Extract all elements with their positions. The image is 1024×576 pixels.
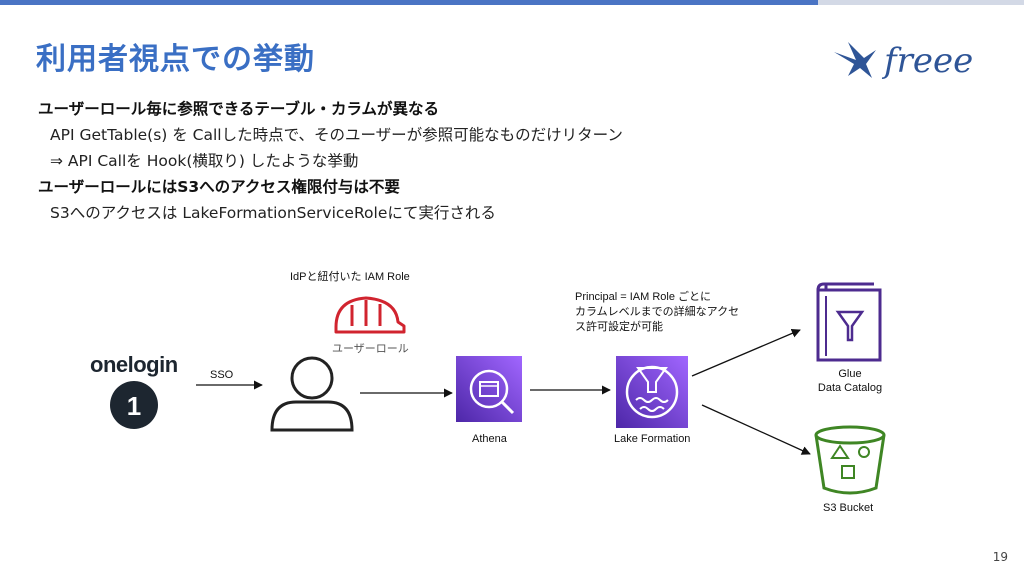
slide-title: 利用者視点での挙動 [36, 42, 315, 77]
top-accent-bar-light [818, 0, 1024, 5]
page-number: 19 [992, 550, 1008, 564]
sso-label: SSO [210, 369, 234, 381]
onelogin-badge: 1 [110, 381, 158, 429]
helmet-icon [334, 296, 406, 334]
lakeformation-to-s3-arrow [701, 404, 811, 455]
swallow-icon [834, 42, 876, 78]
user-role-label: ユーザーロール [332, 343, 409, 355]
glue-label-line: Glue [838, 368, 862, 380]
athena-icon [456, 356, 522, 422]
bullet-heading: ユーザーロール毎に参照できるテーブル・カラムが異なる [38, 100, 439, 118]
principal-note-line: ス許可設定が可能 [575, 321, 663, 333]
bullet-heading: ユーザーロールにはS3へのアクセス権限付与は不要 [38, 178, 400, 196]
idp-role-note: IdPと紐付いた IAM Role [290, 271, 410, 283]
onelogin-logo-text: onelogin [90, 352, 178, 377]
s3-bucket-icon [814, 425, 886, 495]
bullet-sub: API GetTable(s) を Callした時点で、そのユーザーが参照可能な… [50, 126, 623, 144]
glue-catalog-icon [816, 282, 882, 362]
principal-note-line: カラムレベルまでの詳細なアクセ [575, 306, 740, 318]
glue-label-line: Data Catalog [817, 382, 883, 394]
user-icon [270, 356, 354, 432]
logo-text: freee [881, 41, 973, 81]
principal-note-line: Principal = IAM Role ごとに [575, 291, 712, 303]
onelogin-badge-number: 1 [127, 391, 141, 421]
lake-formation-label: Lake Formation [614, 433, 691, 445]
s3-bucket-label: S3 Bucket [823, 502, 874, 514]
top-accent-bar [0, 0, 818, 5]
bullet-sub: ⇒ API Callを Hook(横取り) したような挙動 [50, 152, 359, 170]
lake-formation-icon [616, 356, 688, 428]
glue-label: Glue Data Catalog [808, 367, 892, 395]
bullet-list: ユーザーロール毎に参照できるテーブル・カラムが異なる API GetTable(… [38, 96, 623, 226]
athena-label: Athena [472, 433, 507, 445]
principal-note: Principal = IAM Role ごとに カラムレベルまでの詳細なアクセ… [575, 290, 739, 335]
bullet-sub: S3へのアクセスは LakeFormationServiceRoleにて実行され… [50, 204, 496, 222]
lakeformation-to-glue-arrow [691, 329, 801, 377]
freee-logo: freee [834, 41, 973, 81]
